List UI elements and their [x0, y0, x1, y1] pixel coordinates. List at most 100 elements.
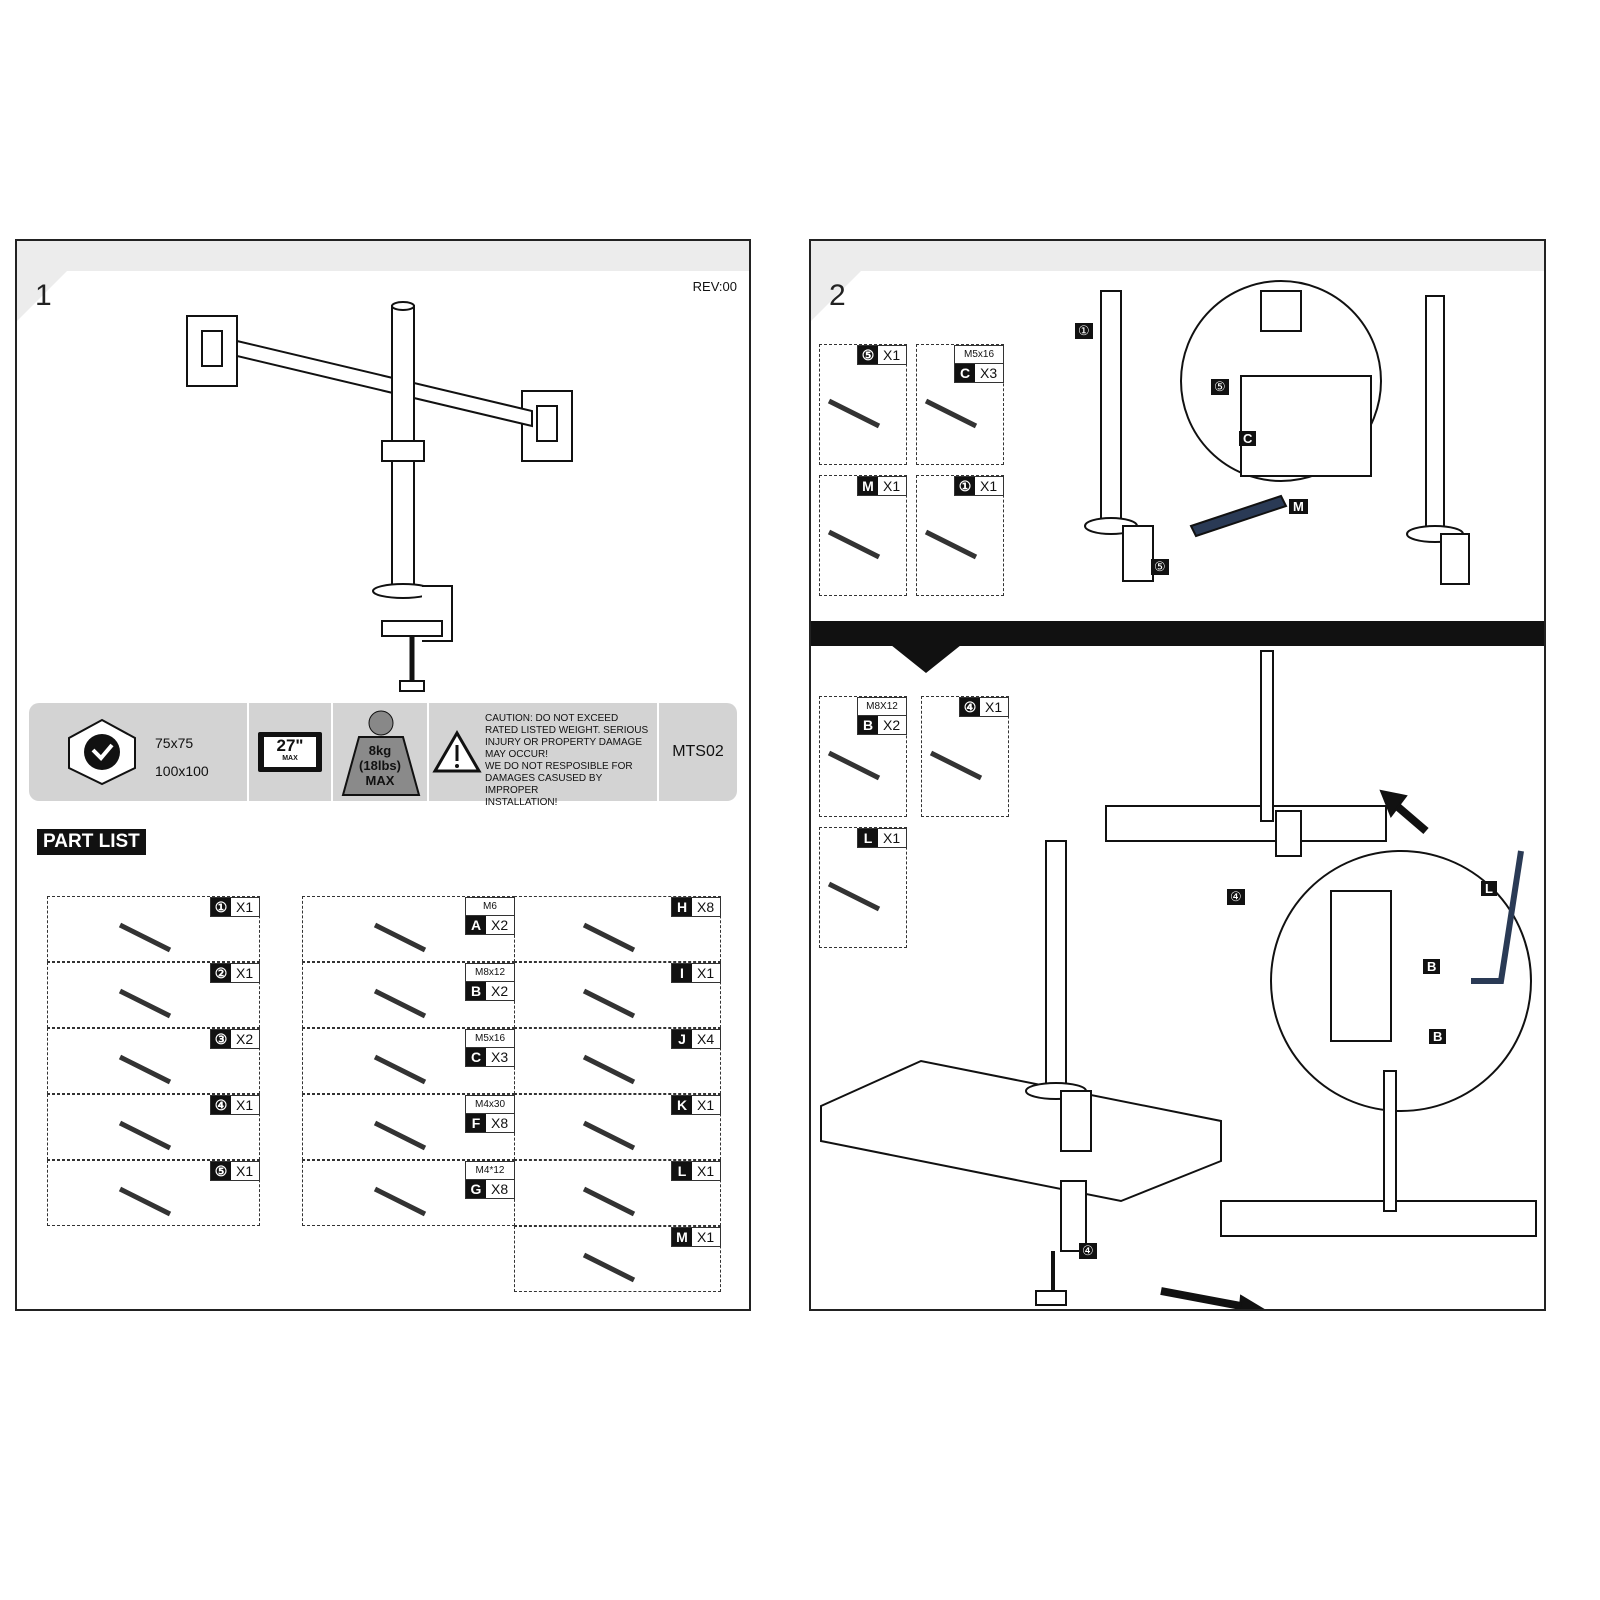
dual-monitor-mount-illustration: [186, 301, 573, 692]
part-id: C: [466, 1048, 486, 1066]
weight-icon: [341, 710, 421, 796]
part-size: M8x12: [465, 963, 515, 981]
part-qty: X1: [697, 1097, 715, 1113]
vesa-cell: 75x75 100x100: [29, 703, 249, 801]
part-qty: X1: [697, 1229, 715, 1245]
part-size: M4x30: [465, 1095, 515, 1113]
part-tag: K X1: [671, 1095, 721, 1115]
part-illustration: [582, 1120, 635, 1151]
part-qty: X2: [883, 717, 901, 733]
part-item: H X8: [514, 896, 721, 962]
part-illustration: [827, 398, 881, 428]
part-illustration: [373, 1120, 426, 1151]
part-item: L X1: [819, 827, 907, 948]
part-tag: G X8: [465, 1179, 515, 1199]
part-id: A: [466, 916, 486, 934]
part-id: K: [672, 1096, 692, 1114]
revision-label: REV:00: [692, 279, 737, 294]
model-number: MTS02: [672, 743, 724, 760]
part-qty: X1: [236, 899, 254, 915]
part-qty: X8: [491, 1181, 509, 1197]
monitor-icon: 27" MAX: [258, 732, 322, 772]
callout-key-l: L: [1481, 881, 1497, 896]
part-qty: X1: [697, 1163, 715, 1179]
weight-lbs: (18lbs): [359, 758, 401, 773]
part-tag: L X1: [671, 1161, 721, 1181]
part-illustration: [118, 922, 171, 953]
part-size: M4*12: [465, 1161, 515, 1179]
part-tag: B X2: [857, 715, 907, 735]
part-illustration: [118, 988, 171, 1019]
part-illustration: [827, 529, 881, 559]
part-illustration: [582, 1186, 635, 1217]
caution-cell: CAUTION: DO NOT EXCEED RATED LISTED WEIG…: [429, 703, 659, 808]
part-qty: X1: [980, 478, 998, 494]
caution-line: RATED LISTED WEIGHT. SERIOUS: [485, 725, 649, 736]
spec-banner: 75x75 100x100 27" MAX 8kg (18lbs) MAX: [29, 703, 737, 808]
part-tag: C X3: [954, 363, 1004, 383]
part-id: ④: [211, 1096, 231, 1114]
part-id: G: [466, 1180, 486, 1198]
part-illustration: [373, 988, 426, 1019]
part-size: M6: [465, 897, 515, 915]
caution-line: INJURY OR PROPERTY DAMAGE: [485, 737, 643, 748]
part-tag: H X8: [671, 897, 721, 917]
part-qty: X3: [980, 365, 998, 381]
part-tag: B X2: [465, 981, 515, 1001]
part-size: M8X12: [857, 697, 907, 715]
pole-base-assembly-illustration: [1084, 280, 1470, 585]
part-id: B: [466, 982, 486, 1000]
part-id: L: [858, 829, 878, 847]
part-id: C: [955, 364, 975, 382]
part-size: M5x16: [954, 345, 1004, 363]
part-id: B: [858, 716, 878, 734]
caution-text: CAUTION: DO NOT EXCEED RATED LISTED WEIG…: [485, 713, 657, 809]
corner-notch: [811, 241, 891, 321]
model-cell: MTS02: [659, 703, 737, 801]
part-qty: X1: [985, 699, 1003, 715]
part-item: K X1: [514, 1094, 721, 1160]
part-illustration: [118, 1120, 171, 1151]
screen-max-label: MAX: [282, 755, 298, 762]
part-id: H: [672, 898, 692, 916]
part-illustration: [582, 922, 635, 953]
desk-clamp-install-illustration: [820, 650, 1537, 1309]
header-band: [811, 241, 1544, 271]
part-id: L: [672, 1162, 692, 1180]
caution-line: INSTALLATION!: [485, 797, 558, 808]
part-id: J: [672, 1030, 692, 1048]
part-id: ③: [211, 1030, 231, 1048]
section-divider-arrow: [891, 645, 961, 673]
part-tag: L X1: [857, 828, 907, 848]
vesa-size-75: 75x75: [155, 735, 194, 751]
part-illustration: [827, 750, 881, 780]
callout-base-2: ⑤: [1151, 559, 1169, 575]
part-qty: X1: [883, 830, 901, 846]
part-id: ②: [211, 964, 231, 982]
part-illustration: [582, 988, 635, 1019]
part-qty: X8: [697, 899, 715, 915]
part-qty: X2: [491, 983, 509, 999]
part-size: M5x16: [465, 1029, 515, 1047]
part-illustration: [373, 1054, 426, 1085]
